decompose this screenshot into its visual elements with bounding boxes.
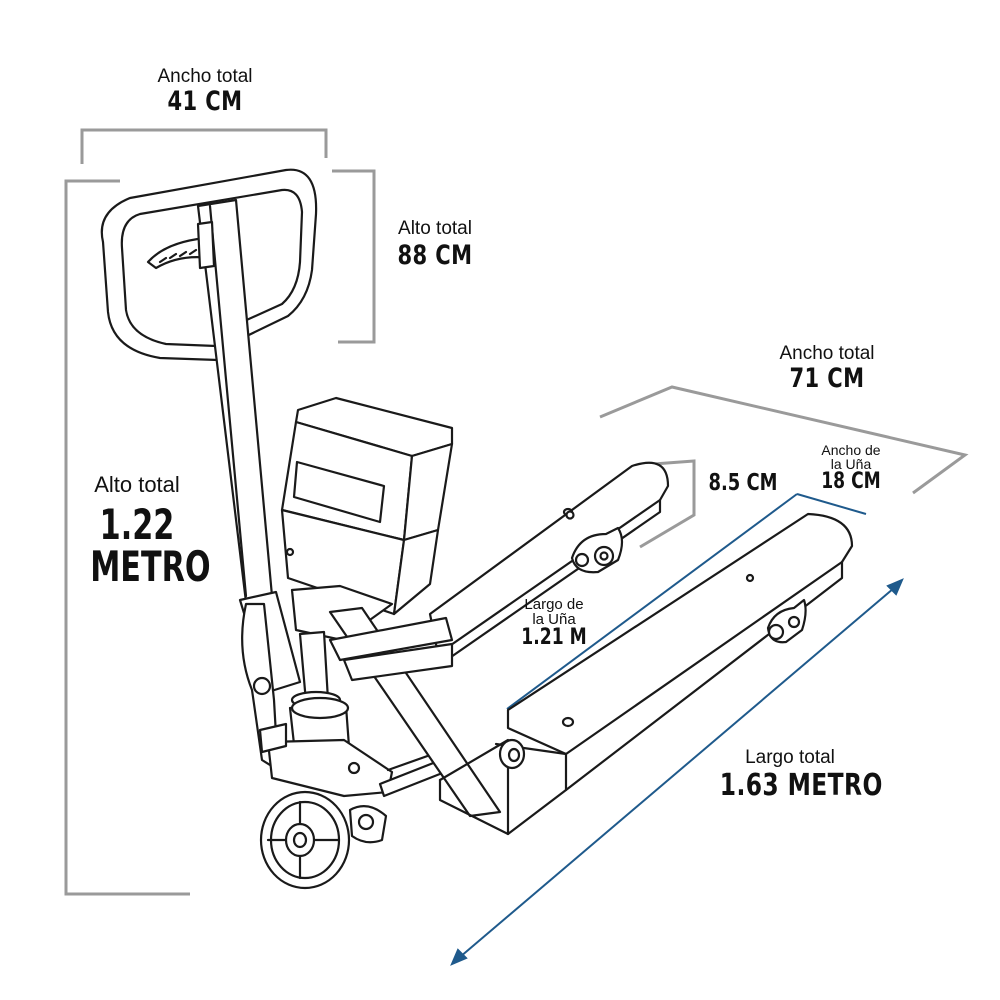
line-total-length — [459, 587, 895, 958]
total-height-caption: Alto total — [94, 472, 180, 497]
total-height-value-line1: 1.22 — [99, 500, 175, 549]
fork-width-label: Ancho de la Uña 18 CM — [804, 443, 898, 493]
total-length-caption: Largo total — [745, 747, 835, 768]
line-fork-width — [796, 493, 867, 515]
dimension-lines — [450, 493, 904, 966]
fork-length-label: Largo de la Uña 1.21 M — [508, 597, 600, 649]
handle-width-label: Ancho total 41 CM — [135, 67, 275, 115]
total-width-value: 71 CM — [789, 363, 865, 394]
scale-indicator — [280, 396, 454, 616]
fork-width-caption-line1: Ancho de — [821, 442, 881, 458]
handle-height-label: Alto total 88 CM — [375, 219, 495, 269]
bracket-total-height — [64, 179, 190, 896]
fork-length-caption-line1: Largo de — [524, 596, 584, 613]
arrow-head-top — [886, 578, 904, 596]
handle-width-value: 41 CM — [167, 86, 243, 117]
total-length-label: Largo total 1.63 METRO — [700, 747, 883, 803]
bracket-handle-width — [80, 128, 328, 164]
bracket-fork-height — [639, 459, 696, 549]
fork-length-caption-line2: la Uña — [532, 611, 576, 628]
line-fork-length — [506, 493, 798, 710]
dimension-brackets — [64, 128, 969, 896]
steer-wheel — [259, 790, 388, 890]
chassis — [241, 584, 502, 818]
arrow-head-bottom — [450, 948, 468, 966]
handle — [100, 168, 318, 694]
handle-height-value: 88 CM — [397, 240, 473, 271]
total-height-value-line2: METRO — [90, 542, 211, 591]
bracket-total-width — [599, 385, 969, 495]
pallet-jack — [100, 168, 854, 890]
handle-height-caption: Alto total — [398, 218, 472, 239]
fork-width-value: 18 CM — [821, 469, 881, 494]
total-width-caption: Ancho total — [779, 343, 875, 364]
total-width-label: Ancho total 71 CM — [752, 344, 902, 392]
fork-height-value: 8.5 CM — [708, 470, 778, 496]
total-length-value: 1.63 METRO — [719, 768, 883, 803]
fork-length-value: 1.21 M — [521, 625, 587, 650]
fork-width-caption-line2: la Uña — [830, 456, 872, 472]
bracket-handle-height — [332, 169, 376, 344]
handle-width-caption: Ancho total — [157, 66, 253, 87]
fork-height-label: 8.5 CM — [697, 472, 789, 495]
front-fork — [438, 512, 854, 836]
total-height-label: Alto total 1.22 METRO — [72, 472, 211, 591]
